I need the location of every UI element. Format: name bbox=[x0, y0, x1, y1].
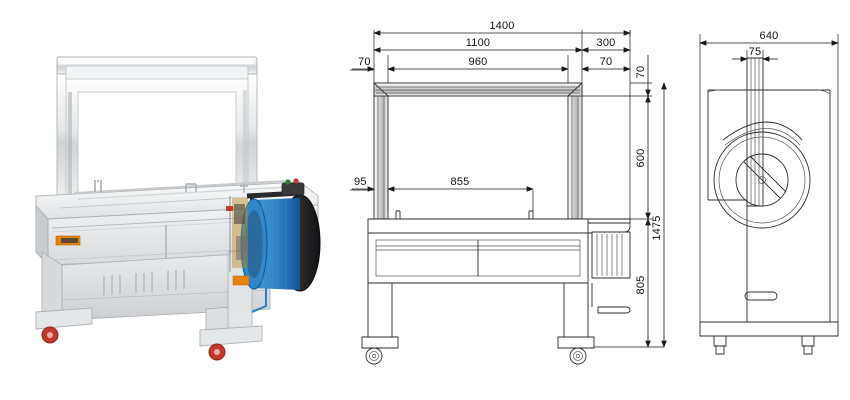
caster-icon bbox=[569, 347, 587, 365]
dim-1400: 1400 bbox=[489, 20, 514, 32]
product-photo-panel bbox=[0, 0, 330, 400]
dim-600: 600 bbox=[635, 149, 647, 168]
dim-805: 805 bbox=[635, 276, 647, 295]
strap-coil-icon bbox=[713, 131, 811, 229]
reel-hatching-icon bbox=[596, 234, 623, 276]
strap-path-icon bbox=[251, 288, 267, 313]
strap-reel bbox=[226, 190, 321, 313]
warning-label-icon bbox=[232, 275, 250, 286]
product-photo bbox=[35, 56, 321, 361]
control-buttons[interactable] bbox=[281, 178, 305, 196]
side-elevation-panel: 640 75 bbox=[690, 0, 850, 400]
side-machine-geometry bbox=[699, 57, 839, 355]
side-elevation-drawing: 640 75 bbox=[699, 30, 839, 355]
vent-slots-icon bbox=[103, 270, 185, 296]
front-elevation-panel: 1400 1100 960 300 70 70 bbox=[330, 0, 690, 400]
dim-70-left: 70 bbox=[358, 56, 371, 68]
dim-960: 960 bbox=[469, 56, 488, 68]
base-and-casters bbox=[35, 307, 263, 361]
dim-640: 640 bbox=[760, 30, 779, 42]
front-vertical-dimensions: 70 600 805 1475 bbox=[582, 30, 667, 348]
dim-75: 75 bbox=[749, 46, 762, 58]
front-horizontal-dimensions: 1400 1100 960 300 70 70 bbox=[350, 20, 631, 219]
dim-95: 95 bbox=[354, 176, 367, 188]
front-machine-geometry bbox=[361, 82, 631, 365]
door-handle-icon bbox=[744, 291, 778, 301]
dim-1100: 1100 bbox=[466, 37, 490, 49]
dim-70-right: 70 bbox=[600, 56, 613, 68]
dim-300: 300 bbox=[597, 37, 616, 49]
side-dimensions: 640 75 bbox=[699, 30, 839, 322]
dim-70-vertical: 70 bbox=[635, 66, 647, 79]
dim-855: 855 bbox=[451, 176, 470, 188]
dim-1475: 1475 bbox=[651, 215, 663, 240]
front-elevation-drawing: 1400 1100 960 300 70 70 bbox=[350, 20, 667, 365]
arch-frame bbox=[56, 56, 258, 201]
caster-icon bbox=[365, 347, 383, 365]
